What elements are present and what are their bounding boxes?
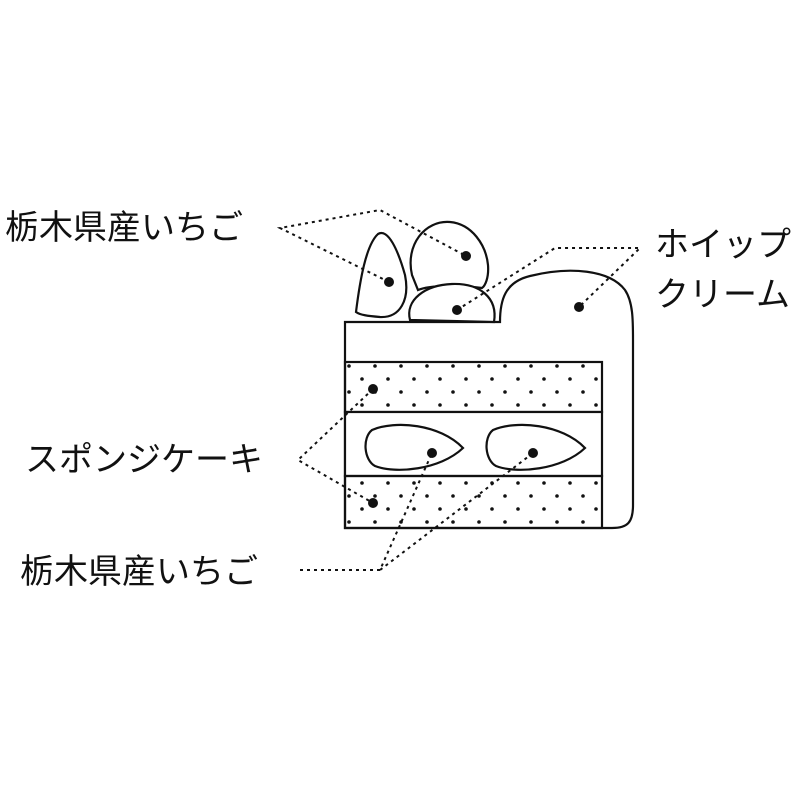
top-strawberry-left — [354, 231, 408, 319]
top-strawberry-front — [408, 282, 496, 324]
marker-dot — [368, 498, 378, 508]
label-sponge-cake: スポンジケーキ — [25, 440, 263, 480]
marker-dot — [574, 302, 584, 312]
label-strawberry-top: 栃木県産いちご — [5, 208, 243, 248]
marker-dot — [528, 448, 538, 458]
marker-dot — [452, 305, 462, 315]
marker-dot — [461, 251, 471, 261]
marker-dot — [427, 448, 437, 458]
leader-whipped-cream — [456, 247, 643, 311]
label-whipped-cream-1: ホイップ — [655, 225, 791, 265]
inner-strawberry-right — [485, 423, 587, 471]
marker-dot — [368, 384, 378, 394]
inner-strawberry-left — [364, 423, 465, 471]
top-strawberry-back — [409, 220, 490, 292]
marker-dot — [384, 277, 394, 287]
sponge-layer-bottom — [343, 474, 604, 530]
label-strawberry-inner: 栃木県産いちご — [20, 552, 258, 592]
label-whipped-cream-2: クリーム — [655, 275, 790, 315]
sponge-layer-top — [343, 360, 604, 414]
